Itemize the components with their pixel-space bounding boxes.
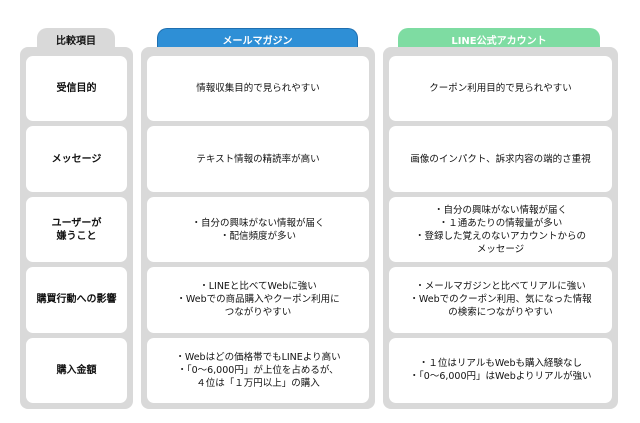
mail-cell: ・Webはどの価格帯でもLINEより高い ・「0〜6,000円」が上位を占めるが… — [147, 337, 369, 404]
item-cell: 購買行動への影響 — [26, 267, 127, 333]
item-cell: 受信目的 — [26, 56, 127, 122]
line-column: クーポン利用目的で見られやすい 画像のインパクト、訴求内容の端的さ重視 ・自分の… — [383, 47, 618, 409]
mail-cell: ・LINEと比べてWebに強い ・Webでの商品購入やクーポン利用に つながりや… — [147, 267, 369, 333]
item-cell: ユーザーが 嫌うこと — [26, 196, 127, 263]
mail-column: 情報収集目的で見られやすい テキスト情報の精読率が高い ・自分の興味がない情報が… — [141, 47, 375, 409]
mail-cell: 情報収集目的で見られやすい — [147, 56, 369, 122]
header-line-official: LINE公式アカウント — [398, 28, 600, 50]
line-cell: 画像のインパクト、訴求内容の端的さ重視 — [389, 126, 612, 192]
line-cell: クーポン利用目的で見られやすい — [389, 56, 612, 122]
line-cell: ・メールマガジンと比べてリアルに強い ・Webでのクーポン利用、気になった情報 … — [389, 267, 612, 333]
header-mail-magazine: メールマガジン — [157, 28, 358, 50]
header-item: 比較項目 — [37, 28, 115, 50]
item-cell: メッセージ — [26, 126, 127, 192]
mail-cell: テキスト情報の精読率が高い — [147, 126, 369, 192]
mail-cell: ・自分の興味がない情報が届く ・配信頻度が多い — [147, 196, 369, 263]
item-column: 受信目的 メッセージ ユーザーが 嫌うこと 購買行動への影響 購入金額 — [20, 47, 133, 409]
item-cell: 購入金額 — [26, 337, 127, 404]
line-cell: ・１位はリアルもWebも購入経験なし ・「0〜6,000円」はWebよりリアルが… — [389, 337, 612, 404]
line-cell: ・自分の興味がない情報が届く ・１通あたりの情報量が多い ・登録した覚えのないア… — [389, 196, 612, 263]
